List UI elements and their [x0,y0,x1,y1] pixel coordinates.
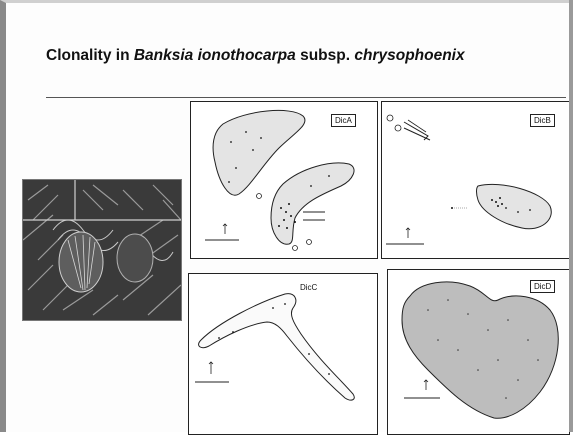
map-panel-a: DicA [190,101,378,259]
title-prefix: Clonality in [46,47,134,64]
panel-a-label: DicA [331,114,356,127]
map-panel-d: DicD [387,269,570,435]
panel-b-label: DicB [530,114,555,127]
title-subspecies: chrysophoenix [354,47,464,64]
map-panel-c: DicC [188,273,378,435]
title-mid: subsp. [296,47,355,64]
panel-c-label: DicC [297,282,320,293]
map-panel-b: DicB [381,101,570,259]
slide-edge [569,0,573,432]
banksia-photo [22,179,182,321]
slide-title: Clonality in Banksia ionothocarpa subsp.… [46,47,566,65]
title-divider [46,97,566,98]
title-species: Banksia ionothocarpa [134,47,296,64]
panel-d-label: DicD [530,280,555,293]
